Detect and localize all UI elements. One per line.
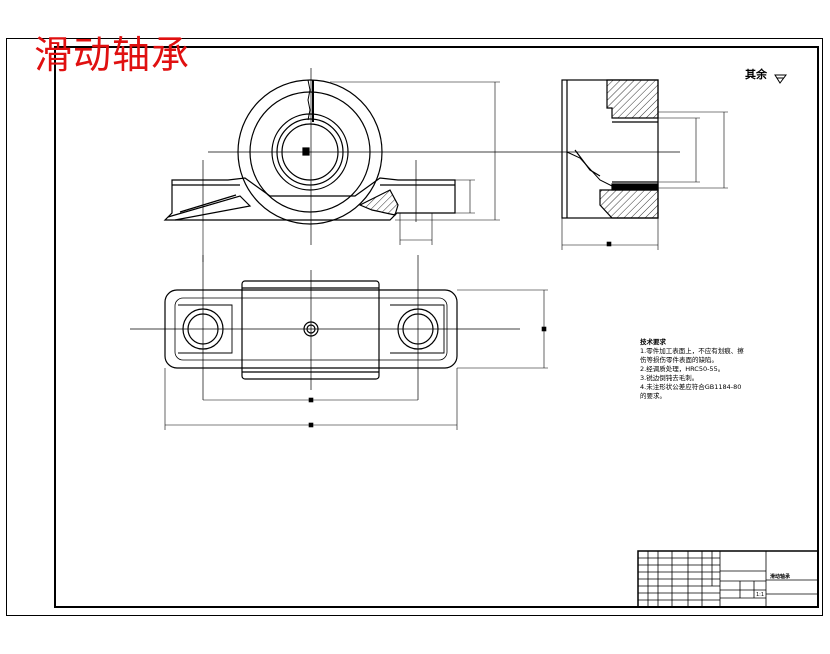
surface-finish-label: 其余 xyxy=(745,68,767,81)
top-housing-outline xyxy=(241,280,380,380)
tech-req-line: 2.经调质处理，HRC50-55。 xyxy=(640,365,725,373)
tech-req-line: 4.未注形状公差应符合GB1184-80 xyxy=(640,383,742,391)
outer-border xyxy=(6,38,823,616)
title-block-part-name: 滑动轴承 xyxy=(770,574,791,580)
inner-frame xyxy=(54,46,819,608)
side-view-dimensions xyxy=(561,111,728,250)
top-view-dimensions xyxy=(164,289,548,430)
title-block xyxy=(637,550,819,608)
top-view-centerlines xyxy=(130,255,520,400)
title-block-scale: 1:1 xyxy=(756,592,765,598)
technical-requirements: 技术要求 1.零件加工表面上，不应有划痕、擦 伤等损伤零件表面的缺陷。 2.经调… xyxy=(640,338,810,401)
tech-req-title: 技术要求 xyxy=(640,338,666,346)
tech-req-line: 3.锐边倒钝去毛刺。 xyxy=(640,374,699,382)
tech-req-line: 伤等损伤零件表面的缺陷。 xyxy=(640,356,718,364)
tech-req-line: 的要求。 xyxy=(640,392,666,400)
surface-finish-symbol xyxy=(774,74,787,84)
side-view xyxy=(561,79,659,219)
front-view-dimensions xyxy=(202,81,500,262)
tech-req-line: 1.零件加工表面上，不应有划痕、擦 xyxy=(640,347,744,355)
watermark-title: 滑动轴承 xyxy=(34,33,191,77)
front-view-centerlines xyxy=(208,68,540,245)
